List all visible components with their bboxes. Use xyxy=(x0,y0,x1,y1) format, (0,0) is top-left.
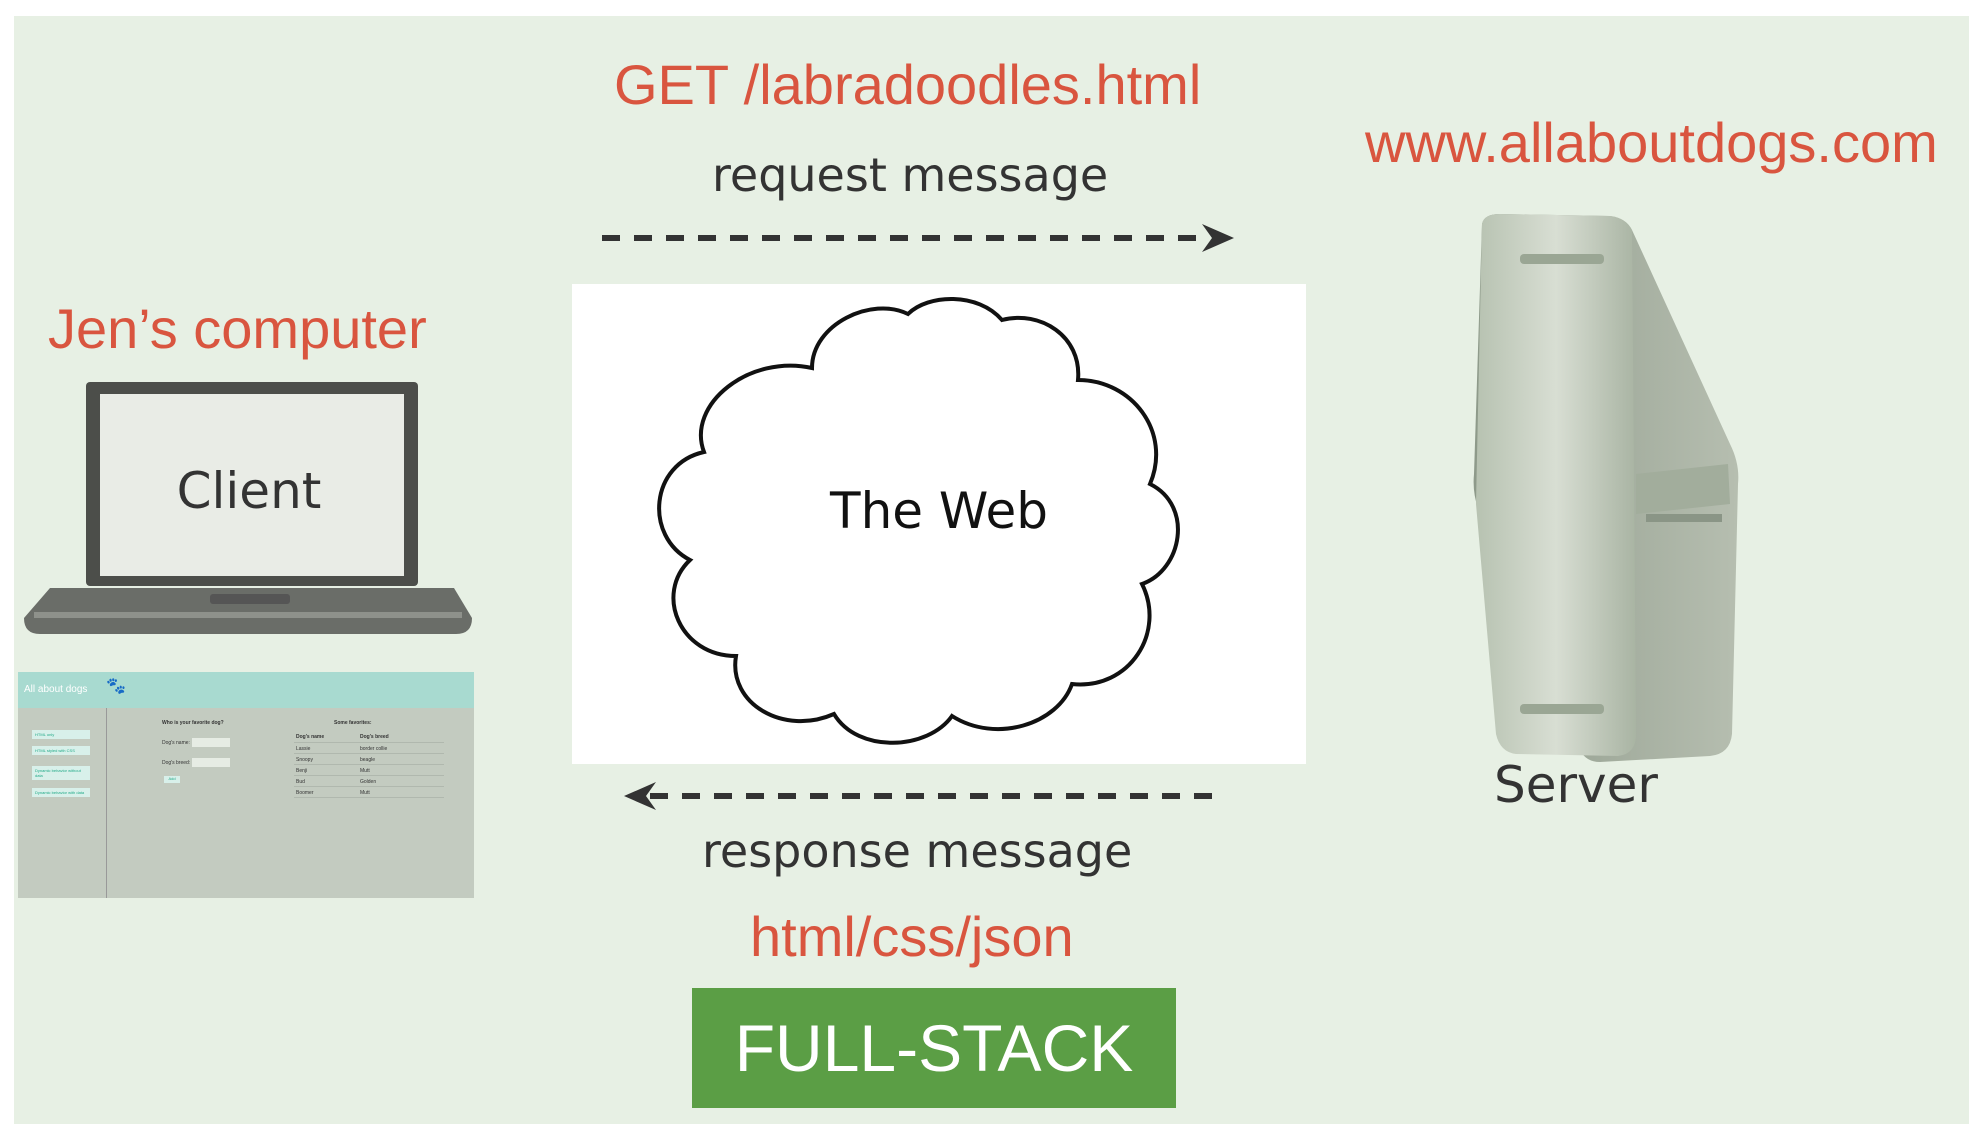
mini-form-heading: Who is your favorite dog? xyxy=(162,720,224,726)
mini-table-cell: beagle xyxy=(360,757,376,763)
web-cloud-panel: The Web xyxy=(572,284,1306,764)
mini-nav-item: HTML only xyxy=(32,730,90,739)
mini-breed-input xyxy=(192,758,230,767)
mini-site-header: All about dogs 🐾 xyxy=(18,672,474,708)
mini-table-cell: Mutt xyxy=(360,768,370,774)
mini-table-cell: Snoopy xyxy=(296,757,313,763)
response-format-label: html/css/json xyxy=(750,905,1074,968)
mini-table-cell: Lassie xyxy=(296,746,311,752)
mini-name-input xyxy=(192,738,230,747)
mini-table-cell: Benji xyxy=(296,768,308,774)
mini-table-rule xyxy=(294,786,444,787)
client-screen-label: Client xyxy=(176,462,322,520)
the-web-label: The Web xyxy=(830,482,1048,540)
mini-sidebar-divider xyxy=(106,708,107,898)
server-icon xyxy=(1473,214,1739,762)
mini-nav-item: Dynamic behavior with data xyxy=(32,788,90,797)
mini-nav-item: Dynamic behavior without data xyxy=(32,766,90,780)
mini-add-button: Add xyxy=(164,776,180,783)
full-stack-badge[interactable]: FULL-STACK xyxy=(692,988,1176,1108)
website-screenshot: All about dogs 🐾 HTML only HTML styled w… xyxy=(18,672,474,898)
mini-site-title: All about dogs xyxy=(24,684,88,695)
mini-table-rule xyxy=(294,764,444,765)
request-arrow xyxy=(602,224,1234,252)
mini-table-heading: Some favorites: xyxy=(334,720,372,726)
mini-nav-item: HTML styled with CSS xyxy=(32,746,90,755)
mini-table-cell: border collie xyxy=(360,746,388,752)
paw-print-icon: 🐾 xyxy=(106,678,126,695)
mini-table-cell: Golden xyxy=(360,779,377,785)
mini-table-header-name: Dog's name xyxy=(296,734,325,740)
response-arrow xyxy=(624,782,1216,810)
mini-table-rule xyxy=(294,753,444,754)
mini-table-cell: Boomer xyxy=(296,790,314,796)
cloud-icon xyxy=(657,297,1180,745)
mini-table-header-breed: Dog's breed xyxy=(360,734,389,740)
server-domain: www.allaboutdogs.com xyxy=(1365,111,1938,174)
mini-table-rule xyxy=(294,797,444,798)
mini-breed-label: Dog's breed: xyxy=(162,760,191,766)
mini-table-rule xyxy=(294,775,444,776)
get-request-line: GET /labradoodles.html xyxy=(614,53,1202,116)
mini-table-cell: Bud xyxy=(296,779,305,785)
client-owner-label: Jen’s computer xyxy=(48,297,427,360)
response-message-label: response message xyxy=(702,824,1133,878)
mini-table-rule xyxy=(294,742,444,743)
laptop-icon xyxy=(24,382,472,634)
request-message-label: request message xyxy=(712,148,1109,202)
mini-table-cell: Mutt xyxy=(360,790,370,796)
server-label: Server xyxy=(1494,756,1658,814)
mini-name-label: Dog's name: xyxy=(162,740,190,746)
